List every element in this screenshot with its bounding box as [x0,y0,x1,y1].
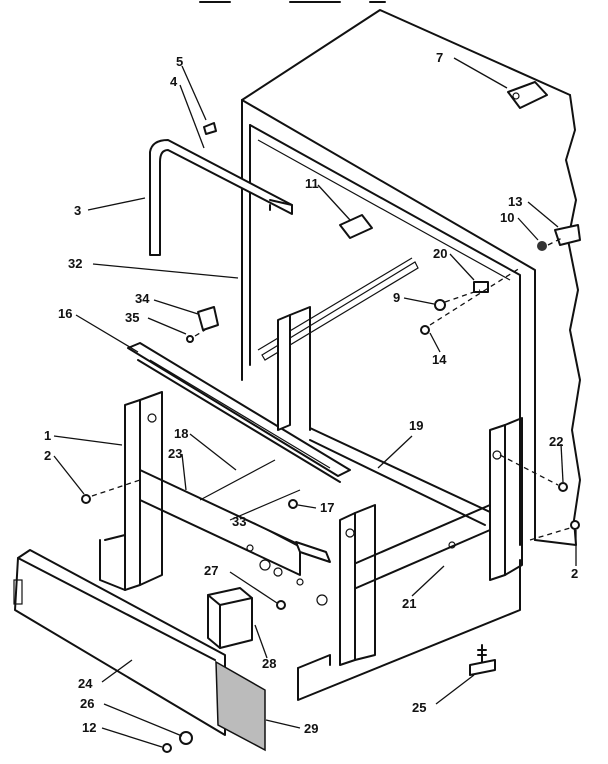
label-part-10: 10 [500,210,514,225]
label-part-32: 32 [68,256,82,271]
label-part-3: 3 [74,203,81,218]
label-part-17: 17 [320,500,334,515]
base-frame [99,306,523,701]
label-part-14: 14 [432,352,447,367]
label-part-5: 5 [176,54,183,69]
leveling-leg-25 [469,644,496,676]
handle-part-3 [149,139,293,256]
label-part-25: 25 [412,700,426,715]
label-part-13: 13 [508,194,522,209]
label-part-2-left: 2 [44,448,51,463]
label-part-34: 34 [135,291,150,306]
label-part-23: 23 [168,446,182,461]
screws-misc [81,482,580,753]
label-part-24: 24 [78,676,93,691]
label-part-35: 35 [125,310,139,325]
label-part-28: 28 [262,656,276,671]
label-part-7: 7 [436,50,443,65]
label-part-18: 18 [174,426,188,441]
label-part-1: 1 [44,428,51,443]
label-part-12: 12 [82,720,96,735]
label-part-20: 20 [433,246,447,261]
label-part-11: 11 [305,176,319,191]
label-part-29: 29 [304,721,318,736]
tub-assembly [241,9,581,546]
hinge-part-13 [537,224,581,251]
bracket-part-33 [295,541,331,563]
label-part-2-right: 2 [571,566,578,581]
label-part-27: 27 [204,563,218,578]
label-part-22: 22 [549,434,563,449]
clip-part-34 [186,306,219,343]
clip-part-20 [420,281,489,335]
label-part-16: 16 [58,306,72,321]
box-part-28 [207,587,253,649]
screw-part-5 [203,122,217,135]
label-part-9: 9 [393,290,400,305]
leader-lines [53,57,577,748]
alignment-lines [91,237,571,541]
part-labels: 5 4 3 7 11 13 10 32 20 9 34 35 14 16 1 2… [44,50,578,736]
bracket-part-11 [339,214,373,239]
label-part-21: 21 [402,596,416,611]
hinge-part-7 [507,81,548,109]
label-part-19: 19 [409,418,423,433]
label-part-4: 4 [170,74,178,89]
label-part-33: 33 [232,514,246,529]
kick-panel [13,549,266,752]
label-part-26: 26 [80,696,94,711]
